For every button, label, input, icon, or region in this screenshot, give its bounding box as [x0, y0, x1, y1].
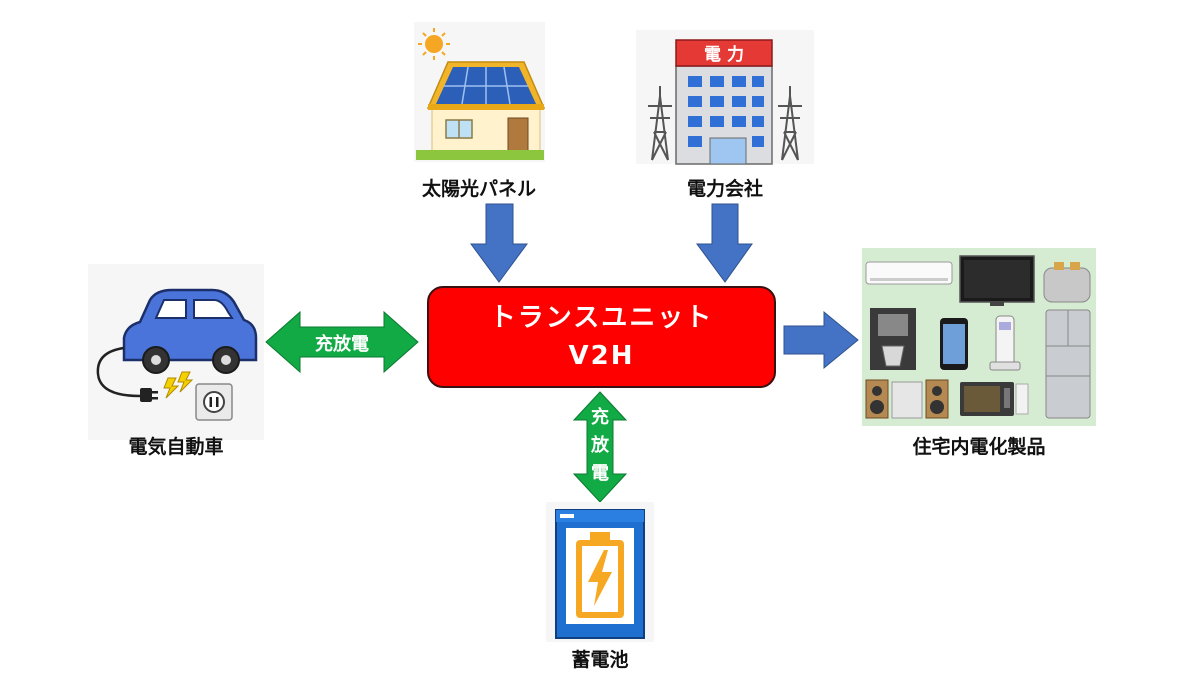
tv-icon — [959, 255, 1035, 306]
utility-sign: 電 力 — [704, 44, 744, 65]
sun-icon — [418, 28, 450, 60]
ev-flow-label: 充放電 — [315, 334, 369, 355]
battery-flow-label: 充 放 電 — [588, 404, 612, 488]
battery-label: 蓄電池 — [571, 649, 629, 671]
small-appliance-icon — [1015, 383, 1029, 415]
air-conditioner-icon — [865, 261, 953, 285]
spark-icon — [163, 371, 194, 399]
hub-box — [428, 287, 775, 387]
outlet-icon — [195, 383, 233, 421]
ev-illustration — [88, 264, 264, 440]
hub-to-appliances-arrow — [783, 310, 859, 370]
battery-flow-char: 充 — [591, 407, 609, 428]
hub-title: トランスユニット — [489, 303, 714, 333]
power-company-label: 電力会社 — [686, 178, 763, 200]
ev-hub-bidirectional-arrow — [265, 310, 419, 374]
stereo-icon — [865, 379, 949, 419]
toaster-icon — [1043, 262, 1091, 303]
battery-flow-char: 放 — [591, 435, 609, 456]
battery-flow-char: 電 — [591, 463, 609, 484]
pylon-icon — [648, 86, 802, 161]
plug-icon — [140, 388, 158, 402]
trans-unit-v2h-hub: トランスユニット V2H — [427, 286, 776, 388]
appliances-label: 住宅内電化製品 — [912, 436, 1046, 458]
coffee-maker-icon — [870, 308, 916, 370]
hub-subtitle: V2H — [568, 341, 635, 371]
appliances-illustration — [862, 248, 1096, 426]
solar-to-hub-arrow — [470, 203, 528, 283]
battery-illustration — [546, 502, 654, 642]
cordless-phone-icon — [989, 315, 1021, 371]
smartphone-icon — [940, 318, 968, 370]
ev-label: 電気自動車 — [128, 436, 224, 458]
solar-panel-label: 太陽光パネル — [421, 178, 536, 200]
utility-to-hub-arrow — [696, 203, 753, 283]
refrigerator-icon — [1045, 309, 1091, 419]
power-company-illustration: 電 力 — [636, 30, 814, 165]
lightning-icon — [588, 550, 612, 606]
solar-house-illustration — [414, 22, 546, 162]
microwave-icon — [960, 382, 1014, 416]
